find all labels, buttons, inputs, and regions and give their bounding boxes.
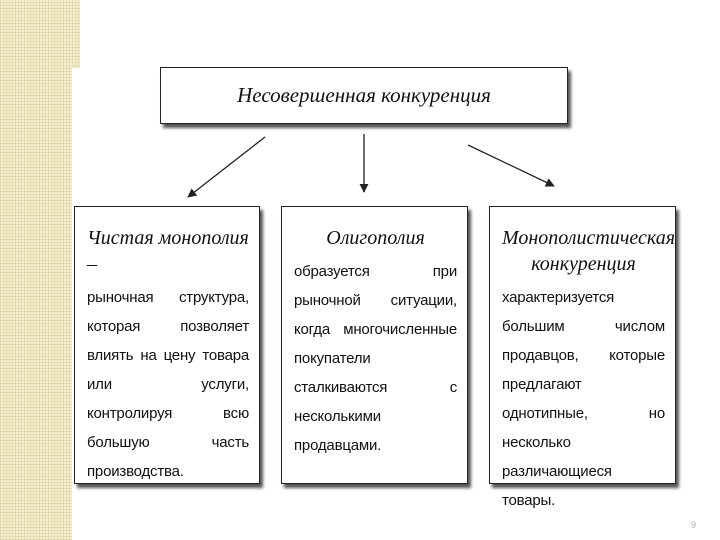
box-heading: Монополистическая конкуренция: [502, 227, 676, 275]
box-text: образуется при рыночной ситуации, когда …: [294, 263, 457, 454]
box-heading: Чистая монополия –: [87, 227, 249, 275]
box-text: рыночная структура, которая позволяет вл…: [87, 289, 249, 480]
arrow-right: [467, 144, 555, 187]
box-text: характеризуется большим числом продавцов…: [502, 289, 665, 509]
diagram-title-box: Несовершенная конкуренция: [160, 67, 568, 124]
box-monopolistic-competition: Монополистическая конкуренция характериз…: [489, 206, 676, 509]
box-pure-monopoly: Чистая монополия – рыночная структура, к…: [74, 206, 260, 484]
diagram-title: Несовершенная конкуренция: [237, 83, 491, 107]
decorative-side-pattern: [0, 0, 80, 540]
page-number: 9: [690, 520, 696, 530]
arrow-left: [187, 136, 266, 198]
box-heading: Олигополия: [326, 227, 425, 249]
box-oligopoly: Олигополия образуется при рыночной ситуа…: [281, 206, 468, 484]
